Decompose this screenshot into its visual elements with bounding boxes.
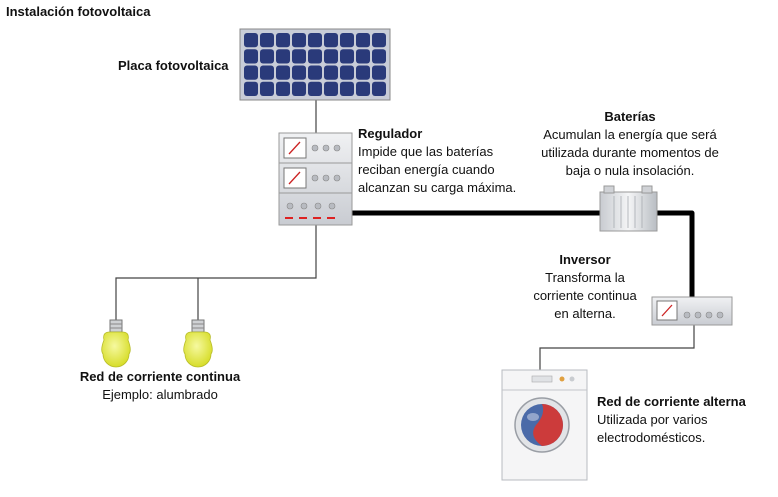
- panel-cell: [292, 81, 306, 96]
- panel-cell: [308, 49, 322, 64]
- panel-cell: [276, 81, 290, 96]
- panel-cell: [308, 81, 322, 96]
- battery-device: [599, 185, 658, 232]
- panel-cell: [340, 33, 354, 48]
- regulator-desc-line: alcanzan su carga máxima.: [358, 180, 517, 195]
- regulator-meter-1: [283, 137, 307, 159]
- panel-cell: [292, 65, 306, 80]
- panel-cell: [292, 33, 306, 48]
- panel-cell: [244, 49, 258, 64]
- panel-cell: [276, 49, 290, 64]
- panel-cell: [324, 33, 338, 48]
- panel-cell: [244, 81, 258, 96]
- page-title: Instalación fotovoltaica: [6, 4, 151, 19]
- bulb-icon: [183, 319, 213, 368]
- panel-cell: [276, 65, 290, 80]
- panel-cell: [356, 49, 370, 64]
- ac-network-title: Red de corriente alterna: [597, 394, 746, 409]
- dc-network-title: Red de corriente continua: [79, 369, 241, 384]
- panel-cell: [372, 33, 386, 48]
- solar-panel: [239, 28, 391, 101]
- panel-cell: [372, 65, 386, 80]
- inverter-desc-line: en alterna.: [554, 306, 616, 321]
- panel-cell: [356, 81, 370, 96]
- regulator-desc-line: Impide que las baterías: [358, 144, 494, 159]
- panel-cell: [292, 49, 306, 64]
- batteries-desc-line: Acumulan la energía que será: [543, 127, 717, 142]
- bulb-icon: [101, 319, 131, 368]
- ac-network-desc-line: electrodomésticos.: [597, 430, 706, 445]
- panel-cell: [260, 81, 274, 96]
- panel-cell: [244, 65, 258, 80]
- panel-cell: [372, 81, 386, 96]
- inverter-desc-line: Transforma la: [545, 270, 625, 285]
- panel-cell: [340, 81, 354, 96]
- panel-cell: [308, 65, 322, 80]
- inverter-title: Inversor: [559, 252, 611, 267]
- thick-cables: [352, 210, 695, 297]
- panel-label: Placa fotovoltaica: [118, 58, 229, 73]
- wire-inverter-ac-network: [539, 325, 695, 370]
- panel-cell: [276, 33, 290, 48]
- panel-cell: [260, 65, 274, 80]
- panel-cell: [324, 81, 338, 96]
- panel-cell: [356, 33, 370, 48]
- washing-machine-icon: [501, 369, 588, 481]
- batteries-desc-line: utilizada durante momentos de: [541, 145, 719, 160]
- batteries-desc-line: baja o nula insolación.: [565, 163, 695, 178]
- regulator-device: [278, 132, 353, 226]
- panel-cell: [244, 33, 258, 48]
- regulator-title: Regulador: [358, 126, 423, 141]
- panel-cell: [372, 49, 386, 64]
- wire-regulator-dc-network: [115, 225, 317, 320]
- regulator-desc-line: reciban energía cuando: [358, 162, 495, 177]
- panel-cell: [260, 33, 274, 48]
- inverter-desc-line: corriente continua: [533, 288, 637, 303]
- panel-cells: [244, 33, 386, 96]
- panel-cell: [340, 49, 354, 64]
- panel-cell: [340, 65, 354, 80]
- panel-cell: [324, 49, 338, 64]
- dc-network-desc: Ejemplo: alumbrado: [102, 387, 218, 402]
- batteries-title: Baterías: [604, 109, 656, 124]
- thin-wires: [115, 100, 695, 370]
- panel-cell: [356, 65, 370, 80]
- inverter-device: [651, 296, 733, 326]
- cable-battery-inverter: [656, 210, 695, 297]
- panel-cell: [324, 65, 338, 80]
- ac-network-desc-line: Utilizada por varios: [597, 412, 708, 427]
- regulator-meter-2: [283, 167, 307, 189]
- panel-cell: [308, 33, 322, 48]
- panel-cell: [260, 49, 274, 64]
